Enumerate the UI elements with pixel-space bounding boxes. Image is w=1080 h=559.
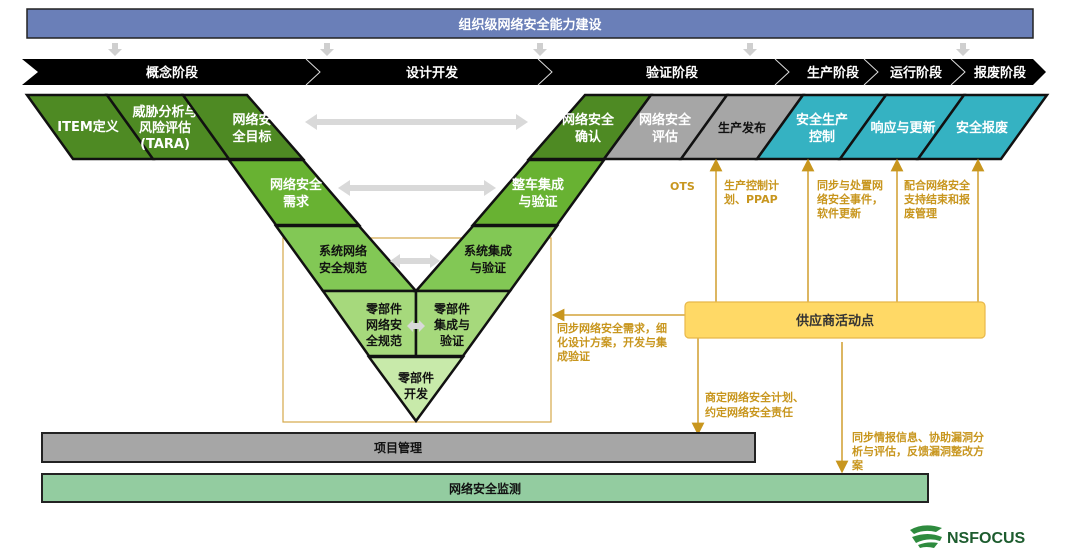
svg-text:全目标: 全目标 [231, 129, 271, 145]
trace-arrows [305, 114, 528, 332]
down-arrow-icon [956, 43, 970, 56]
svg-text:评估: 评估 [652, 129, 678, 145]
svg-text:支持结束和报: 支持结束和报 [903, 192, 971, 206]
double-arrow-icon [390, 254, 440, 268]
svg-text:络安全事件，: 络安全事件， [817, 192, 883, 206]
nsfocus-logo: NSFOCUS [910, 525, 1026, 548]
svg-text:需求: 需求 [283, 194, 310, 210]
cell-system-spec: 系统网络 安全规范 [273, 224, 419, 293]
ots-label: OTS [670, 180, 695, 193]
svg-text:成验证: 成验证 [557, 349, 590, 363]
svg-text:网络安全: 网络安全 [639, 112, 692, 128]
stage-scrap: 报废阶段 [974, 65, 1026, 81]
svg-text:ITEM定义: ITEM定义 [57, 119, 120, 135]
cell-item-definition: ITEM定义 [24, 93, 156, 161]
svg-text:供应商活动点: 供应商活动点 [795, 313, 874, 329]
svg-text:废管理: 废管理 [904, 206, 937, 220]
svg-text:生产发布: 生产发布 [718, 120, 766, 135]
supplier-arrows [551, 158, 985, 474]
svg-text:整车集成: 整车集成 [511, 177, 564, 193]
down-arrow-icon [743, 43, 757, 56]
svg-text:同步与处置网: 同步与处置网 [817, 178, 883, 192]
stage-concept: 概念阶段 [146, 65, 198, 81]
header-title: 组织级网络安全能力建设 [458, 17, 602, 33]
svg-text:全规范: 全规范 [365, 333, 402, 348]
cell-vehicle-integration: 整车集成 与验证 [470, 158, 607, 227]
svg-text:案: 案 [851, 458, 864, 472]
double-arrow-icon [338, 180, 496, 196]
cell-system-integration: 系统集成 与验证 [413, 224, 560, 293]
stage-band: 概念阶段 设计开发 验证阶段 生产阶段 运行阶段 报废阶段 [22, 58, 1046, 86]
svg-text:响应与更新: 响应与更新 [870, 120, 935, 136]
cell-production-release: 生产发布 [678, 93, 806, 161]
svg-text:与验证: 与验证 [470, 260, 506, 275]
svg-text:网络安全监测: 网络安全监测 [449, 481, 521, 496]
component-scope-frame [282, 237, 552, 423]
svg-text:集成与: 集成与 [433, 317, 470, 332]
svg-text:软件更新: 软件更新 [817, 206, 861, 220]
svg-text:网络安: 网络安 [232, 112, 271, 128]
stage-design: 设计开发 [406, 65, 459, 81]
svg-text:风险评估: 风险评估 [139, 120, 191, 136]
down-arrow-icon [320, 43, 334, 56]
svg-text:商定网络安全计划、: 商定网络安全计划、 [705, 390, 804, 404]
logo-wing-icon [910, 525, 942, 548]
svg-text:威胁分析与: 威胁分析与 [132, 104, 197, 120]
svg-text:系统集成: 系统集成 [464, 243, 512, 258]
supplier-activity-box: 供应商活动点 [684, 301, 986, 339]
svg-text:零部件: 零部件 [365, 301, 402, 316]
svg-text:系统网络: 系统网络 [319, 243, 367, 258]
svg-text:项目管理: 项目管理 [374, 440, 422, 455]
svg-text:安全规范: 安全规范 [319, 260, 367, 275]
svg-text:(TARA): (TARA) [140, 137, 190, 152]
svg-text:开发: 开发 [404, 386, 429, 401]
svg-text:与验证: 与验证 [518, 194, 557, 210]
svg-text:约定网络安全责任: 约定网络安全责任 [705, 405, 793, 419]
org-capability-header: 组织级网络安全能力建设 [26, 8, 1034, 39]
design-note: 同步网络安全需求，细 化设计方案，开发与集 成验证 [557, 321, 668, 363]
cyber-monitoring-bar: 网络安全监测 [41, 473, 929, 503]
svg-text:网络安全: 网络安全 [270, 177, 323, 193]
double-arrow-icon [407, 320, 425, 332]
cell-tara: 威胁分析与 风险评估 (TARA) [104, 93, 232, 161]
svg-text:零部件: 零部件 [397, 370, 434, 385]
svg-text:同步情报信息、协助漏洞分: 同步情报信息、协助漏洞分 [852, 430, 984, 444]
svg-text:划、PPAP: 划、PPAP [724, 192, 778, 206]
cell-component-development: 零部件 开发 [366, 355, 466, 424]
stage-production: 生产阶段 [807, 65, 859, 81]
svg-text:控制: 控制 [809, 129, 835, 145]
cell-component-integration: 零部件 集成与 验证 [414, 289, 513, 358]
svg-text:零部件: 零部件 [433, 301, 470, 316]
cell-cyber-goal: 网络安 全目标 [180, 93, 306, 161]
intel-note: 同步情报信息、协助漏洞分 析与评估，反馈漏洞整改方 案 [851, 430, 984, 472]
svg-text:NSFOCUS: NSFOCUS [947, 530, 1026, 547]
down-arrow-icon [108, 43, 122, 56]
ppap-note: 生产控制计 划、PPAP [724, 178, 779, 206]
svg-text:析与评估，反馈漏洞整改方: 析与评估，反馈漏洞整改方 [852, 444, 984, 458]
svg-text:配合网络安全: 配合网络安全 [904, 178, 971, 192]
cell-component-spec: 零部件 网络安 全规范 [320, 289, 418, 358]
svg-text:生产控制计: 生产控制计 [724, 178, 779, 192]
eol-note: 配合网络安全 支持结束和报 废管理 [903, 178, 971, 220]
stage-verification: 验证阶段 [646, 65, 698, 81]
svg-text:验证: 验证 [440, 333, 464, 348]
down-arrow-icon [533, 43, 547, 56]
svg-text:同步网络安全需求，细: 同步网络安全需求，细 [557, 321, 667, 335]
cell-cyber-requirements: 网络安全 需求 [226, 158, 362, 227]
down-arrow-icons [108, 43, 970, 56]
cell-response-update: 响应与更新 [837, 93, 967, 161]
svg-text:化设计方案，开发与集: 化设计方案，开发与集 [557, 335, 668, 349]
incident-note: 同步与处置网 络安全事件， 软件更新 [817, 178, 883, 220]
cell-secure-scrap: 安全报废 [915, 93, 1050, 161]
svg-text:网络安全: 网络安全 [562, 112, 615, 128]
double-arrow-icon [305, 114, 528, 130]
stage-operation: 运行阶段 [890, 65, 942, 81]
svg-text:确认: 确认 [575, 129, 602, 145]
svg-text:安全报废: 安全报废 [956, 120, 1008, 136]
plan-note: 商定网络安全计划、 约定网络安全责任 [705, 390, 804, 419]
svg-text:安全生产: 安全生产 [796, 112, 848, 128]
project-management-bar: 项目管理 [41, 432, 756, 463]
svg-text:网络安: 网络安 [366, 317, 402, 332]
